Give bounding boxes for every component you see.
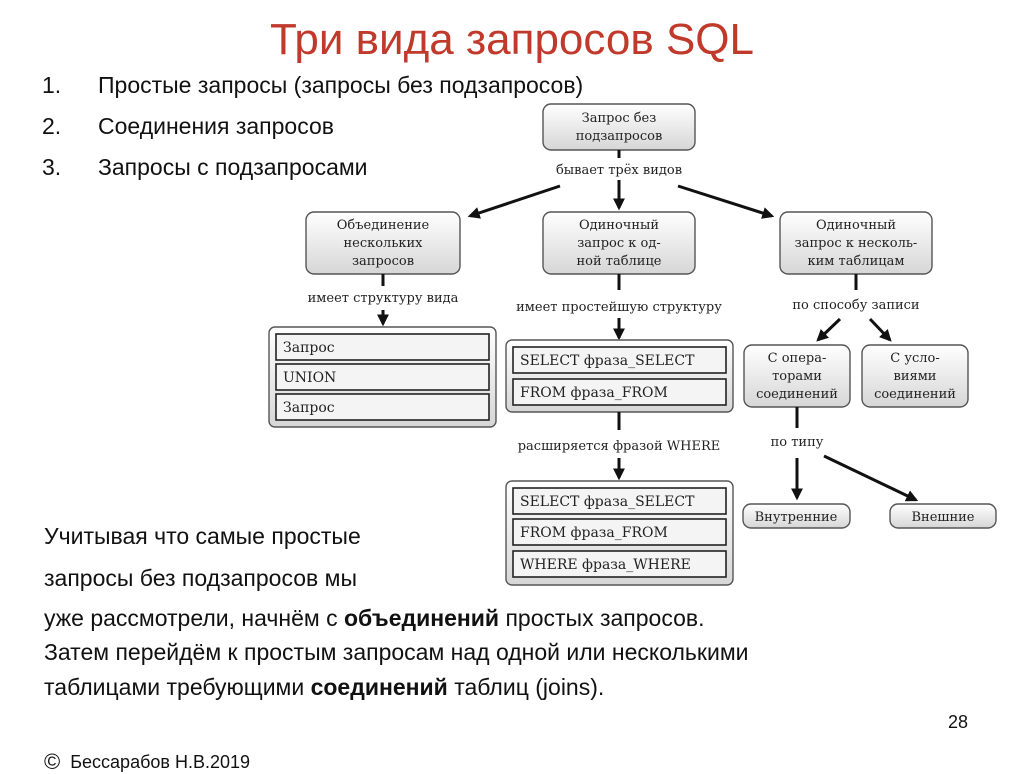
where-structure: SELECT фраза_SELECT FROM фраза_FROM WHER… xyxy=(505,480,734,586)
outer-join-node: Внешние xyxy=(889,503,997,529)
svg-text:Запрос: Запрос xyxy=(283,400,335,416)
emphasis-joins: соединений xyxy=(310,674,448,700)
copyright-footer: © Бессарабов Н.В.2019 xyxy=(44,748,250,774)
operators-node: С опера- торами соединений xyxy=(743,344,851,408)
svg-text:Внешние: Внешние xyxy=(911,510,974,525)
svg-text:WHERE фраза_WHERE: WHERE фраза_WHERE xyxy=(520,557,691,573)
svg-text:Внутренние: Внутренние xyxy=(755,510,838,525)
slide-number: 28 xyxy=(948,712,969,732)
svg-text:С опера-: С опера- xyxy=(768,351,827,366)
paragraph-text: уже рассмотрели, начнём с xyxy=(44,605,344,631)
union-edge-label: имеет структуру вида xyxy=(308,291,459,306)
root-node: Запрос без подзапросов xyxy=(542,103,696,151)
paragraph-line-5: таблицами требующими соединений таблиц (… xyxy=(44,674,604,701)
paragraph-text: таблиц (joins). xyxy=(447,674,605,700)
svg-text:UNION: UNION xyxy=(283,370,336,386)
list-number: 3. xyxy=(42,154,62,180)
list-text: Простые запросы (запросы без подзапросов… xyxy=(98,72,584,98)
paragraph-text: простых запросов. xyxy=(499,605,705,631)
arrow-to-operators xyxy=(816,317,842,342)
arrow-to-multi-table xyxy=(677,184,775,219)
svg-text:SELECT фраза_SELECT: SELECT фраза_SELECT xyxy=(520,353,695,369)
conditions-node: С усло- виями соединений xyxy=(861,344,969,408)
paragraph-line-4: Затем перейдём к простым запросам над од… xyxy=(44,639,749,665)
copyright-text: Бессарабов Н.В.2019 xyxy=(70,752,251,772)
svg-text:Одиночный: Одиночный xyxy=(816,218,896,233)
svg-text:ким таблицам: ким таблицам xyxy=(808,254,905,269)
multi-table-node: Одиночный запрос к несколь- ким таблицам xyxy=(779,211,933,275)
svg-text:FROM фраза_FROM: FROM фраза_FROM xyxy=(520,525,668,541)
svg-text:торами: торами xyxy=(772,369,822,384)
svg-text:ной таблице: ной таблице xyxy=(576,254,661,269)
list-item-1: 1. Простые запросы (запросы без подзапрос… xyxy=(42,72,583,99)
where-edge-label: расширяется фразой WHERE xyxy=(518,439,721,454)
list-number: 1. xyxy=(42,72,62,98)
arrow-to-union xyxy=(467,184,561,219)
list-number: 2. xyxy=(42,113,62,139)
single-table-edge-label: имеет простейшую структуру xyxy=(516,300,722,315)
slide-title: Три вида запросов SQL xyxy=(269,15,755,64)
by-type-label: по типу xyxy=(771,435,824,450)
list-text: Соединения запросов xyxy=(98,113,334,139)
list-text: Запросы с подзапросами xyxy=(98,154,368,180)
list-item-2: 2. Соединения запросов xyxy=(42,113,334,140)
svg-text:Запрос без: Запрос без xyxy=(582,111,657,126)
svg-text:виями: виями xyxy=(894,369,937,384)
svg-text:Объединение: Объединение xyxy=(337,218,430,233)
simple-structure: SELECT фраза_SELECT FROM фраза_FROM xyxy=(505,339,734,413)
svg-text:Одиночный: Одиночный xyxy=(579,218,659,233)
root-edge-label: бывает трёх видов xyxy=(556,163,682,178)
svg-text:соединений: соединений xyxy=(756,387,838,402)
copyright-icon: © xyxy=(44,749,61,774)
union-structure: Запрос UNION Запрос xyxy=(268,326,497,428)
arrow-to-outer xyxy=(823,454,919,502)
svg-text:запрос к несколь-: запрос к несколь- xyxy=(795,236,918,251)
paragraph-line-1: Учитывая что самые простые xyxy=(44,523,361,549)
svg-text:запросов: запросов xyxy=(352,254,414,269)
multi-table-edge-label: по способу записи xyxy=(792,298,919,313)
paragraph-text: таблицами требующими xyxy=(44,674,311,700)
svg-text:запрос к од-: запрос к од- xyxy=(577,236,661,251)
svg-text:подзапросов: подзапросов xyxy=(576,129,663,144)
svg-text:Запрос: Запрос xyxy=(283,340,335,356)
union-node: Объединение нескольких запросов xyxy=(305,211,461,275)
arrow-to-conditions xyxy=(868,317,892,342)
emphasis-unions: объединений xyxy=(343,605,500,631)
inner-join-node: Внутренние xyxy=(742,503,851,529)
svg-text:FROM фраза_FROM: FROM фраза_FROM xyxy=(520,385,668,401)
svg-text:соединений: соединений xyxy=(874,387,956,402)
list-item-3: 3. Запросы с подзапросами xyxy=(42,154,368,181)
paragraph-line-3: уже рассмотрели, начнём с объединений пр… xyxy=(44,605,705,632)
single-table-node: Одиночный запрос к од- ной таблице xyxy=(542,211,696,275)
svg-text:нескольких: нескольких xyxy=(343,236,423,251)
svg-text:SELECT фраза_SELECT: SELECT фраза_SELECT xyxy=(520,494,695,510)
paragraph-line-2: запросы без подзапросов мы xyxy=(44,565,357,591)
svg-text:С усло-: С усло- xyxy=(890,351,940,366)
